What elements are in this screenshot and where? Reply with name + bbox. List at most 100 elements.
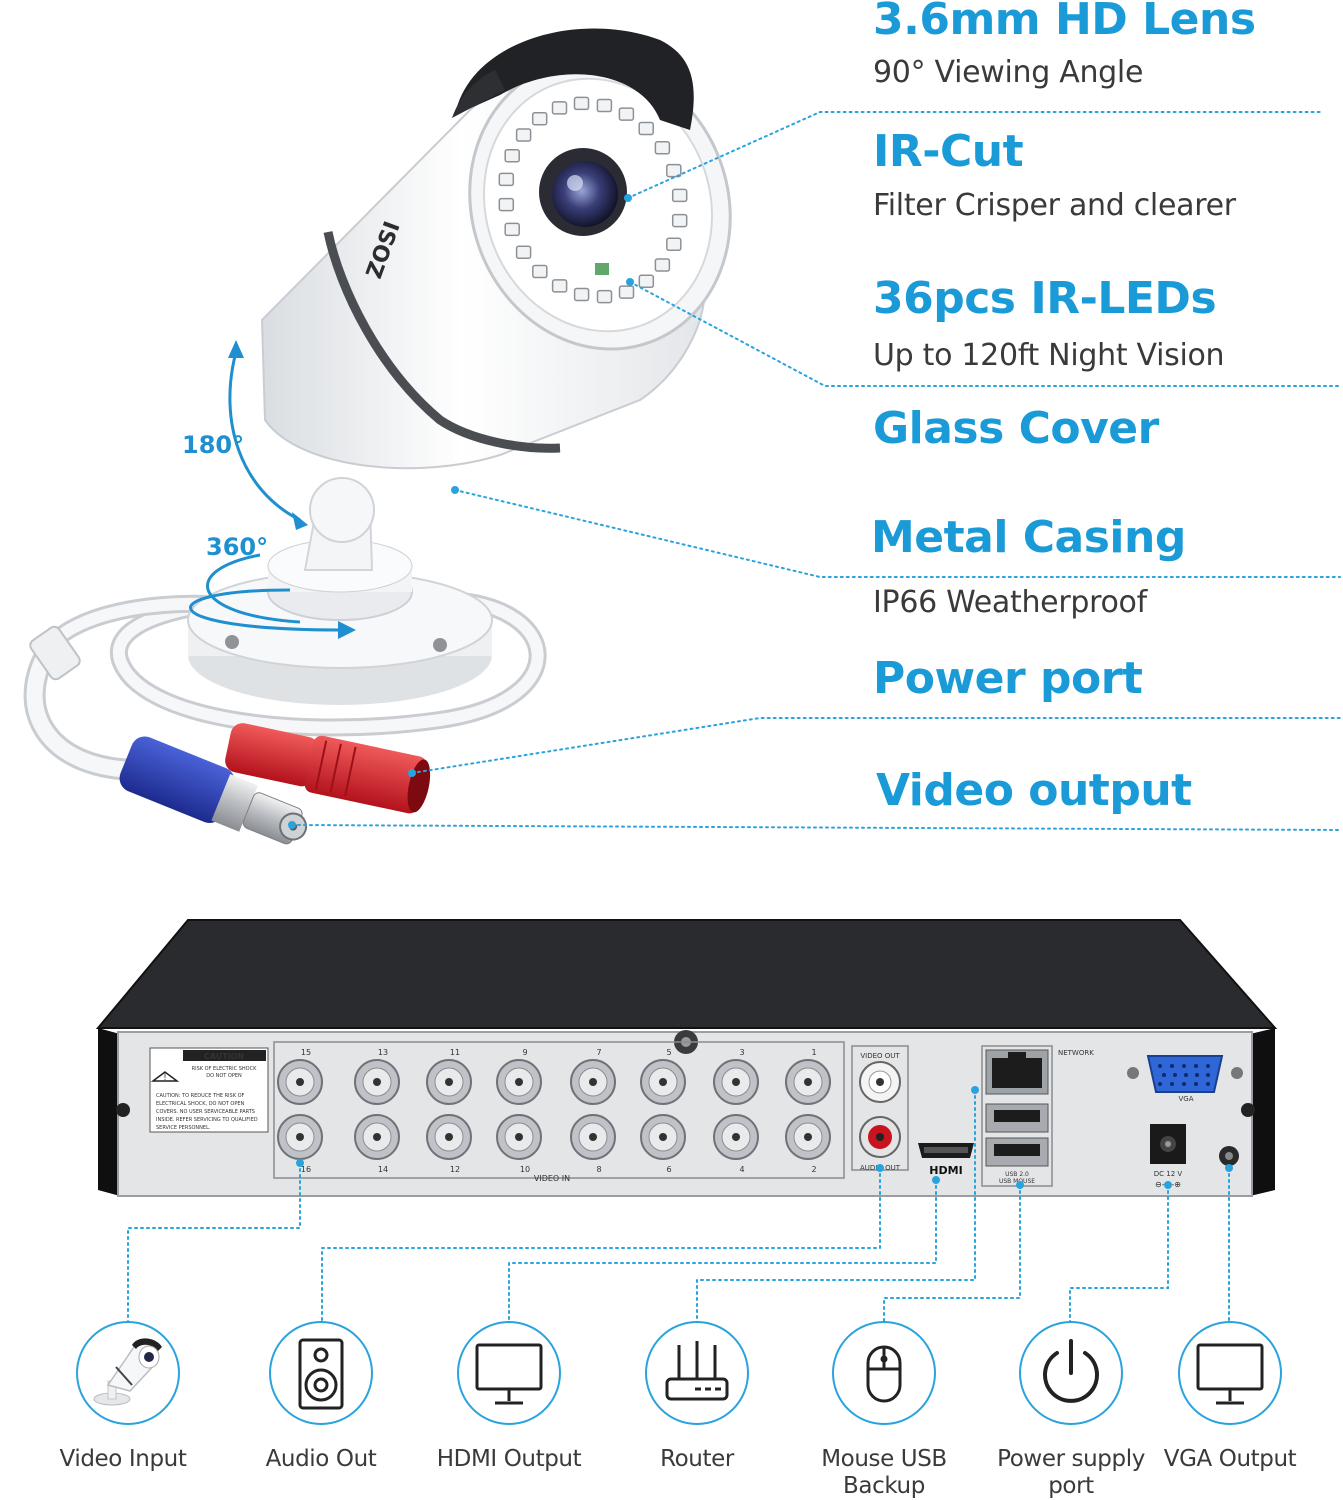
feature-title-lens: 3.6mm HD Lens (873, 0, 1256, 45)
svg-text:VIDEO OUT: VIDEO OUT (860, 1052, 900, 1060)
hdmi-port[interactable] (918, 1143, 974, 1158)
tilt-arrow-up-icon (228, 340, 244, 358)
bnc-input-port[interactable] (785, 1059, 831, 1105)
caution-label: ! CAUTION RISK OF ELECTRIC SHOCK DO NOT … (149, 1047, 269, 1133)
svg-text:COVERS. NO USER SERVICEABLE PA: COVERS. NO USER SERVICEABLE PARTS (156, 1109, 255, 1115)
channel-number: 1 (811, 1048, 816, 1057)
channel-number: 10 (520, 1165, 530, 1174)
light-sensor (595, 263, 609, 275)
feature-title-ircut: IR-Cut (873, 126, 1024, 177)
port-label-router: Router (660, 1446, 734, 1472)
feature-subtitle-casing: IP66 Weatherproof (873, 585, 1147, 620)
channel-number: 8 (596, 1165, 601, 1174)
port-label-mouse-usb-backup: Mouse USB Backup (821, 1446, 947, 1499)
router-icon (665, 1341, 729, 1401)
bnc-input-port[interactable] (496, 1059, 542, 1105)
ir-led (654, 258, 671, 272)
feature-title-ir-leds: 36pcs IR-LEDs (873, 273, 1217, 324)
ir-led (654, 141, 671, 155)
ir-led (532, 264, 548, 279)
ir-led (551, 279, 568, 293)
video-in-panel (273, 1041, 845, 1179)
port-label-audio-out: Audio Out (265, 1446, 377, 1472)
bnc-input-port[interactable] (785, 1114, 831, 1160)
camera-icon (93, 1338, 162, 1406)
hdmi-logo: HDMI (929, 1164, 962, 1177)
video-in-label: VIDEO IN (534, 1174, 570, 1183)
feature-title-glass: Glass Cover (873, 403, 1159, 454)
camera-lens (552, 161, 618, 227)
channel-number: 12 (450, 1165, 460, 1174)
ir-led (504, 222, 520, 237)
svg-text:CAUTION: TO REDUCE THE RISK OF: CAUTION: TO REDUCE THE RISK OF (156, 1093, 245, 1099)
cable-ferrite (29, 625, 81, 681)
svg-text:USB 2.0: USB 2.0 (1005, 1171, 1029, 1178)
rotation-arrows (189, 351, 341, 632)
usb-port-2[interactable] (985, 1137, 1049, 1167)
bnc-input-port[interactable] (354, 1059, 400, 1105)
video-out-rca-port[interactable] (859, 1061, 901, 1103)
bnc-input-port[interactable] (640, 1059, 686, 1105)
bnc-input-port[interactable] (426, 1059, 472, 1105)
port-hdmi-output (457, 1321, 561, 1425)
channel-number: 9 (522, 1048, 527, 1057)
speaker-icon (298, 1338, 344, 1410)
channel-number: 15 (301, 1048, 311, 1057)
port-mouse-usb-backup (832, 1321, 936, 1425)
channel-number: 14 (378, 1165, 388, 1174)
svg-text:USB MOUSE: USB MOUSE (999, 1178, 1035, 1185)
audio-out-rca-port[interactable] (859, 1116, 901, 1158)
ethernet-port[interactable] (985, 1049, 1049, 1095)
ir-led (666, 237, 682, 252)
channel-number: 4 (739, 1165, 744, 1174)
port-video-input (76, 1321, 180, 1425)
usb-port-1[interactable] (985, 1103, 1049, 1133)
dc-power-connector (225, 723, 431, 814)
channel-number: 2 (811, 1165, 816, 1174)
bnc-input-port[interactable] (713, 1059, 759, 1105)
ir-led (618, 107, 635, 121)
ir-led (618, 285, 635, 299)
port-label-hdmi-output: HDMI Output (436, 1446, 582, 1472)
power-icon (1043, 1339, 1099, 1403)
dvr-top-cover (98, 920, 1275, 1028)
channel-number: 13 (378, 1048, 388, 1057)
channel-number: 5 (666, 1048, 671, 1057)
channel-number: 11 (450, 1048, 460, 1057)
bnc-input-port[interactable] (570, 1114, 616, 1160)
mouse-icon (866, 1345, 902, 1403)
feature-title-video: Video output (876, 765, 1192, 816)
port-label-video-input: Video Input (59, 1446, 187, 1472)
pan-range-label: 360° (206, 533, 268, 561)
feature-title-casing: Metal Casing (871, 512, 1186, 563)
port-label-power-supply: Power supply port (997, 1446, 1145, 1499)
ir-led (515, 245, 532, 259)
network-label: NETWORK (1058, 1049, 1094, 1057)
feature-subtitle-ir-leds: Up to 120ft Night Vision (873, 338, 1225, 373)
ir-led (531, 111, 548, 126)
dc-power-port[interactable] (1150, 1124, 1186, 1164)
pan-arrow-icon (338, 621, 356, 639)
ir-led (638, 274, 655, 289)
monitor-icon (475, 1343, 543, 1405)
ir-led (515, 128, 532, 142)
port-power-supply (1019, 1321, 1123, 1425)
svg-text:ELECTRICAL SHOCK, DO NOT OPEN: ELECTRICAL SHOCK, DO NOT OPEN (156, 1101, 245, 1107)
ir-led (671, 213, 688, 228)
bnc-input-port[interactable] (426, 1114, 472, 1160)
bnc-input-port[interactable] (570, 1059, 616, 1105)
bnc-input-port[interactable] (354, 1114, 400, 1160)
ir-led (573, 287, 590, 302)
vga-port[interactable] (1146, 1055, 1224, 1093)
bnc-input-port[interactable] (496, 1114, 542, 1160)
bnc-input-port[interactable] (277, 1059, 323, 1105)
dvr-recorder: ! CAUTION RISK OF ELECTRIC SHOCK DO NOT … (95, 919, 1278, 1197)
bnc-input-port[interactable] (640, 1114, 686, 1160)
ir-led (551, 101, 568, 115)
feature-subtitle-lens: 90° Viewing Angle (873, 55, 1144, 90)
bnc-input-port[interactable] (277, 1114, 323, 1160)
svg-text:SERVICE PERSONNEL.: SERVICE PERSONNEL. (156, 1125, 211, 1131)
bnc-input-port[interactable] (713, 1114, 759, 1160)
